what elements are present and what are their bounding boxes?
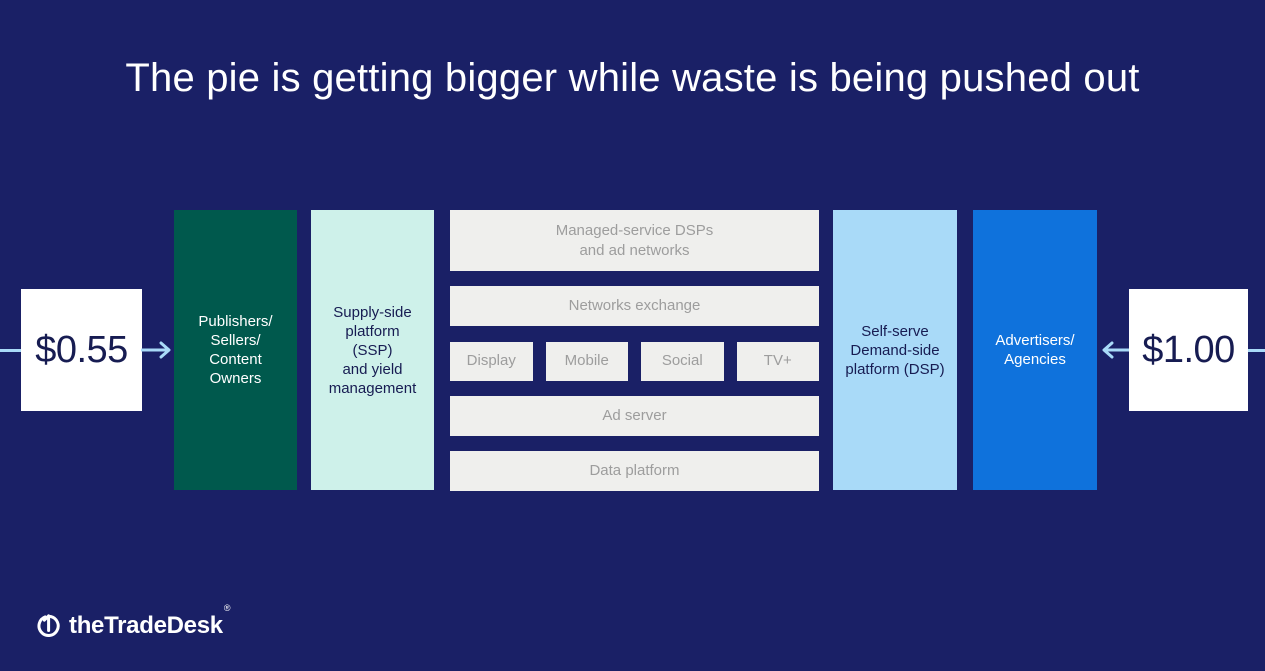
advertiser-spend-amount: $1.00 [1142,328,1235,371]
dsp-pillar: Self-serve Demand-side platform (DSP) [833,210,957,490]
channel-display-label: Display [466,352,516,369]
arrow-left-icon [1102,341,1132,359]
tradedesk-logo-icon [37,614,60,637]
dsp-label: Self-serve Demand-side platform (DSP) [845,322,945,378]
advertisers-label: Advertisers/ Agencies [995,332,1075,368]
publishers-label: Publishers/ Sellers/ Content Owners [198,313,273,387]
tradedesk-logo: theTradeDesk® [36,603,231,640]
managed-service-dsps-label: Managed-service DSPs and ad networks [555,221,714,259]
channel-tv-label: TV+ [763,352,792,369]
networks-exchange-label: Networks exchange [568,297,701,315]
data-platform-label: Data platform [589,462,680,479]
publisher-payout-amount: $0.55 [35,328,128,371]
tradedesk-logo-text: theTradeDesk® [69,603,231,639]
publishers-pillar: Publishers/ Sellers/ Content Owners [174,210,297,490]
arrow-right-icon [141,341,171,359]
intermediaries-stack: Managed-service DSPs and ad networks Net… [450,210,819,491]
right-edge-connector-line [1248,349,1265,352]
publisher-payout-box: $0.55 [21,289,142,411]
networks-exchange-box: Networks exchange [450,286,819,327]
slide-title: The pie is getting bigger while waste is… [125,56,1140,100]
channel-social-label: Social [661,352,703,369]
channel-tv-box: TV+ [736,341,819,381]
channel-mobile-box: Mobile [545,341,628,381]
ad-server-box: Ad server [450,395,819,436]
ad-server-label: Ad server [602,406,667,424]
ssp-label: Supply-side platform (SSP) and yield man… [328,303,417,397]
left-edge-connector-line [0,349,21,352]
advertisers-pillar: Advertisers/ Agencies [973,210,1097,490]
channel-row: Display Mobile Social TV+ [450,341,819,381]
managed-service-dsps-box: Managed-service DSPs and ad networks [450,210,819,271]
registered-mark: ® [223,603,231,613]
channel-social-box: Social [641,341,724,381]
data-platform-box: Data platform [450,451,819,491]
ssp-pillar: Supply-side platform (SSP) and yield man… [311,210,434,490]
advertiser-spend-box: $1.00 [1129,289,1248,411]
channel-mobile-label: Mobile [564,352,609,369]
channel-display-box: Display [450,341,533,381]
